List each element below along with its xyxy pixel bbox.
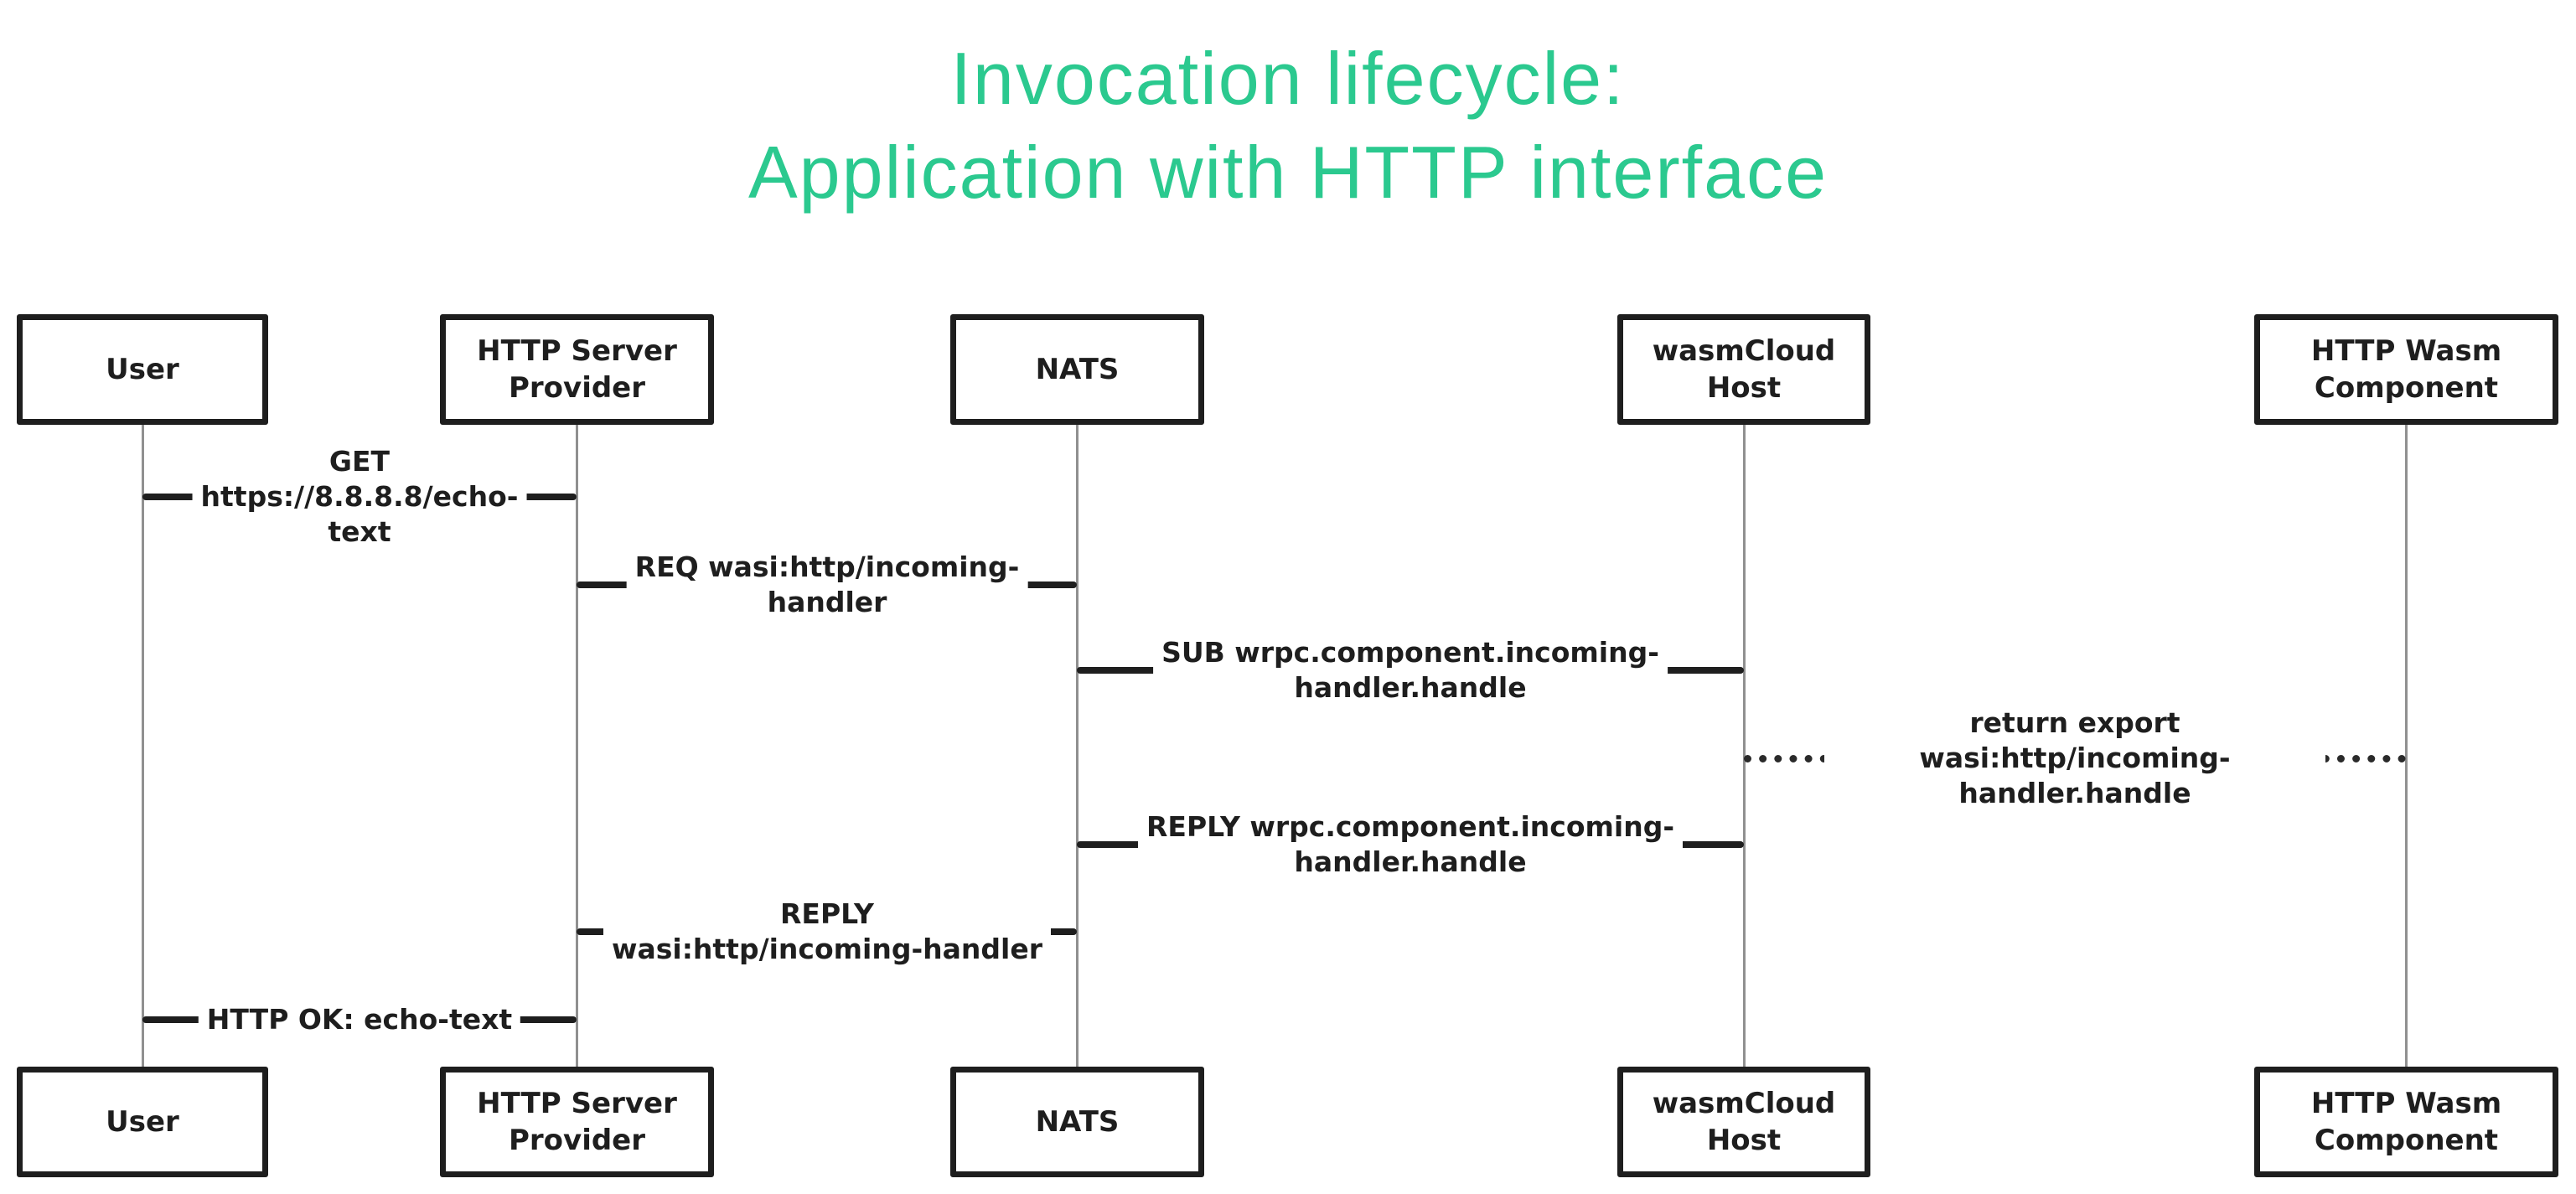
message-label-reply-wrpc: REPLY wrpc.component.incoming- handler.h…	[1137, 808, 1684, 881]
diagram-title: Invocation lifecycle: Application with H…	[0, 32, 2576, 220]
message-label-return-export: return export wasi:http/incoming- handle…	[1824, 704, 2325, 813]
diagram-title-line2: Application with HTTP interface	[747, 131, 1829, 214]
lifeline-wasmcloud-host	[1743, 425, 1746, 1067]
actor-box-user-bottom: User	[17, 1067, 268, 1177]
actor-box-user-top: User	[17, 314, 268, 425]
message-label-reply-wasi-http: REPLY wasi:http/incoming-handler	[603, 895, 1052, 969]
actor-box-nats-bottom: NATS	[950, 1067, 1204, 1177]
lifeline-http-server-provider	[576, 425, 578, 1067]
actor-box-wasmcloud-host-top: wasmCloud Host	[1617, 314, 1870, 425]
message-label-get-request: GET https://8.8.8.8/echo- text	[192, 442, 527, 551]
actor-box-http-server-provider-top: HTTP Server Provider	[440, 314, 714, 425]
actor-box-http-wasm-component-top: HTTP Wasm Component	[2254, 314, 2558, 425]
actor-box-http-server-provider-bottom: HTTP Server Provider	[440, 1067, 714, 1177]
message-label-req-wasi-http: REQ wasi:http/incoming- handler	[626, 548, 1028, 622]
lifeline-http-wasm-component	[2405, 425, 2408, 1067]
actor-box-nats-top: NATS	[950, 314, 1204, 425]
message-label-sub-wrpc: SUB wrpc.component.incoming- handler.han…	[1153, 633, 1668, 707]
lifeline-nats	[1076, 425, 1079, 1067]
diagram-title-line1: Invocation lifecycle:	[950, 37, 1626, 120]
lifeline-user	[142, 425, 144, 1067]
actor-box-wasmcloud-host-bottom: wasmCloud Host	[1617, 1067, 1870, 1177]
actor-box-http-wasm-component-bottom: HTTP Wasm Component	[2254, 1067, 2558, 1177]
message-label-http-ok: HTTP OK: echo-text	[198, 1000, 521, 1039]
